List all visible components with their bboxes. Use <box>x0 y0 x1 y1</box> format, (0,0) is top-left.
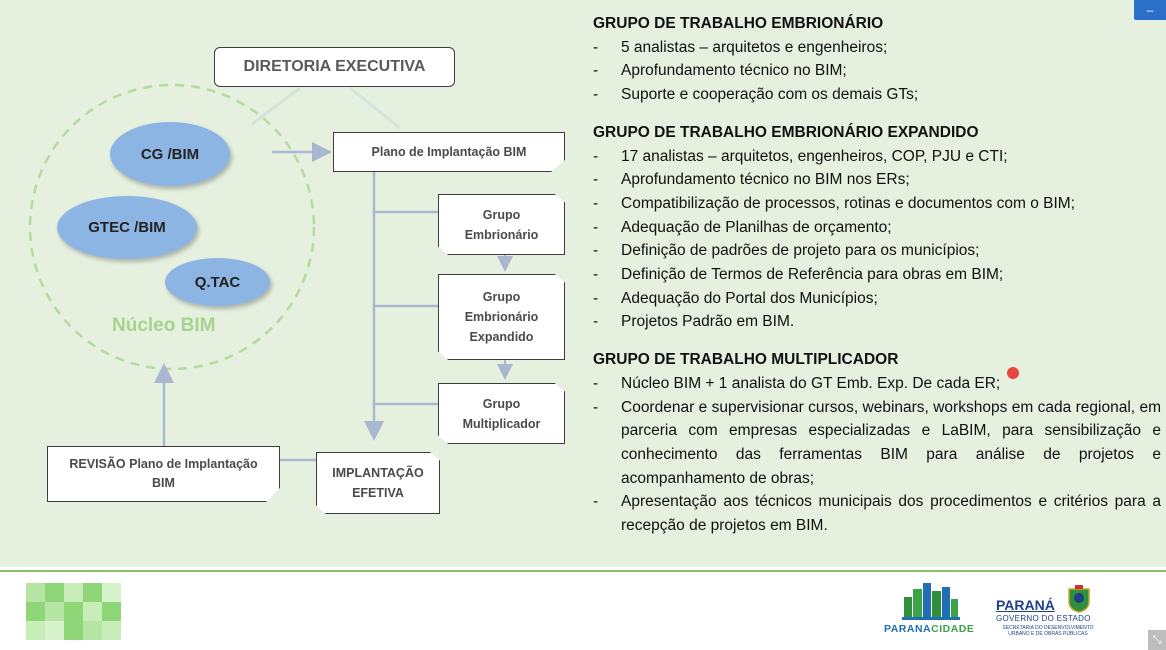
nucleo-dashed-circle <box>28 83 316 371</box>
revisao-line1: REVISÃO Plano de Implantação <box>69 457 258 471</box>
gtec-bim-label: GTEC /BIM <box>88 219 166 236</box>
list-item-text: Suporte e cooperação com os demais GTs; <box>621 86 919 104</box>
footer-bar <box>0 572 1166 650</box>
bullet-dash: - <box>593 218 599 236</box>
list-item: - Suporte e cooperação com os demais GTs; <box>593 83 1161 107</box>
list-item-text: Adequação de Planilhas de orçamento; <box>621 218 892 236</box>
plano-label: Plano de Implantação BIM <box>371 145 527 159</box>
list-item-text: Compatibilização de processos, rotinas e… <box>621 194 1076 212</box>
secretaria-label: SECRETARIA DO DESENVOLVIMENTO URBANO E D… <box>1002 625 1094 637</box>
list-item-text: Definição de Termos de Referência para o… <box>621 266 1004 284</box>
list-item-text: Aprofundamento técnico no BIM; <box>621 62 847 80</box>
diretoria-link-right <box>349 86 401 130</box>
grupo-expandido-box: Grupo Embrionário Expandido <box>438 274 565 360</box>
list-item-text: 17 analistas – arquitetos, engenheiros, … <box>621 147 1008 165</box>
bullet-dash: - <box>593 266 599 284</box>
list-item: - Adequação do Portal dos Municípios; <box>593 287 1161 311</box>
bullet-dash: - <box>593 62 599 80</box>
revisao-line2: BIM <box>152 476 175 490</box>
bullet-dash: - <box>593 289 599 307</box>
gtec-bim-ellipse: GTEC /BIM <box>57 196 197 259</box>
list-item: - Compatibilização de processos, rotinas … <box>593 192 1161 216</box>
paranacidade-wordmark: PARANACIDADE <box>884 623 974 635</box>
bullet-dash: - <box>593 38 599 56</box>
bullet-dash: - <box>593 86 599 104</box>
list-item-text: 5 analistas – arquitetos e engenheiros; <box>621 38 888 56</box>
section-heading-multiplicador: GRUPO DE TRABALHO MULTIPLICADOR <box>593 351 899 369</box>
laser-pointer-dot <box>1007 367 1019 379</box>
bullet-dash: - <box>593 313 599 331</box>
list-item-text: Aprofundamento técnico no BIM nos ERs; <box>621 171 910 189</box>
paranacidade-wordmark-part2: CIDADE <box>931 623 975 635</box>
list-item: - Aprofundamento técnico no BIM; <box>593 59 1161 83</box>
cg-bim-ellipse: CG /BIM <box>110 122 230 186</box>
grupo-exp-line3: Expandido <box>469 330 534 344</box>
list-item: - Apresentação aos técnicos municipais do… <box>593 490 1161 537</box>
grupo-embrionario-box: Grupo Embrionário <box>438 194 565 255</box>
revisao-plano-box: REVISÃO Plano de Implantação BIM <box>47 446 280 502</box>
qtac-label: Q.TAC <box>194 273 241 291</box>
paranacidade-wordmark-part1: PARANA <box>884 623 932 635</box>
list-item: - Definição de Termos de Referência para … <box>593 263 1161 287</box>
list-item-text: Definição de padrões de projeto para os … <box>621 242 980 260</box>
diagram-connectors <box>28 83 513 462</box>
list-item: - Núcleo BIM + 1 analista do GT Emb. Exp.… <box>593 372 1161 396</box>
bullet-dash: - <box>593 194 599 212</box>
section-heading-embrionario: GRUPO DE TRABALHO EMBRIONÁRIO <box>593 15 884 32</box>
implantacao-line1: IMPLANTAÇÃO <box>332 466 424 480</box>
diretoria-executiva-box: DIRETORIA EXECUTIVA <box>214 47 455 87</box>
grupo-emb-line1: Grupo <box>482 207 521 222</box>
paranacidade-buildings-icon <box>902 583 960 620</box>
diretoria-label: DIRETORIA EXECUTIVA <box>243 58 426 75</box>
nucleo-bim-label: Núcleo BIM <box>112 315 216 336</box>
bullet-dash: - <box>593 147 599 165</box>
minimize-button[interactable]: – <box>1134 0 1166 20</box>
working-groups-text: GRUPO DE TRABALHO EMBRIONÁRIO - 5 analist… <box>593 12 1161 538</box>
list-item-text: Núcleo BIM + 1 analista do GT Emb. Exp. … <box>621 374 1001 392</box>
qtac-ellipse: Q.TAC <box>165 258 270 306</box>
green-checker-logo <box>26 583 121 640</box>
bullet-dash: - <box>593 493 599 511</box>
grupo-emb-line2: Embrionário <box>464 227 539 242</box>
list-item: - Definição de padrões de projeto para os… <box>593 239 1161 263</box>
list-item: - Adequação de Planilhas de orçamento; <box>593 216 1161 240</box>
list-item-text: Coordenar e supervisionar cursos, webina… <box>621 398 1161 487</box>
list-item: - Aprofundamento técnico no BIM nos ERs; <box>593 168 1161 192</box>
list-item-text: Projetos Padrão em BIM. <box>621 313 795 331</box>
grupo-exp-line1: Grupo <box>482 290 521 304</box>
parana-coat-of-arms-icon <box>1068 585 1090 613</box>
grupo-mult-line1: Grupo <box>482 396 521 411</box>
grupo-mult-line2: Multiplicador <box>462 416 541 431</box>
bullet-dash: - <box>593 242 599 260</box>
bullet-dash: - <box>593 374 599 392</box>
list-item: - Coordenar e supervisionar cursos, webin… <box>593 396 1161 491</box>
list-item-text: Apresentação aos técnicos municipais dos… <box>621 493 1161 535</box>
diretoria-link-left <box>251 86 301 126</box>
implantacao-line2: EFETIVA <box>352 486 404 500</box>
grupo-exp-line2: Embrionário <box>464 310 539 324</box>
governo-do-estado-label: GOVERNO DO ESTADO <box>996 614 1091 623</box>
list-item: - 17 analistas – arquitetos, engenheiros,… <box>593 145 1161 169</box>
plano-implantacao-box: Plano de Implantação BIM <box>333 132 565 172</box>
parana-wordmark: PARANÁ <box>996 597 1055 613</box>
list-item: - Projetos Padrão em BIM. <box>593 310 1161 334</box>
grupo-multiplicador-box: Grupo Multiplicador <box>438 383 565 444</box>
bullet-dash: - <box>593 171 599 189</box>
list-item: - 5 analistas – arquitetos e engenheiros; <box>593 36 1161 60</box>
footer-divider <box>0 570 1166 572</box>
expand-button[interactable]: ⤡ <box>1148 630 1166 650</box>
cg-bim-label: CG /BIM <box>140 145 200 163</box>
bullet-dash: - <box>593 398 599 416</box>
section-heading-expandido: GRUPO DE TRABALHO EMBRIONÁRIO EXPANDIDO <box>593 123 979 141</box>
list-item-text: Adequação do Portal dos Municípios; <box>621 289 878 307</box>
implantacao-efetiva-box: IMPLANTAÇÃO EFETIVA <box>316 452 440 514</box>
